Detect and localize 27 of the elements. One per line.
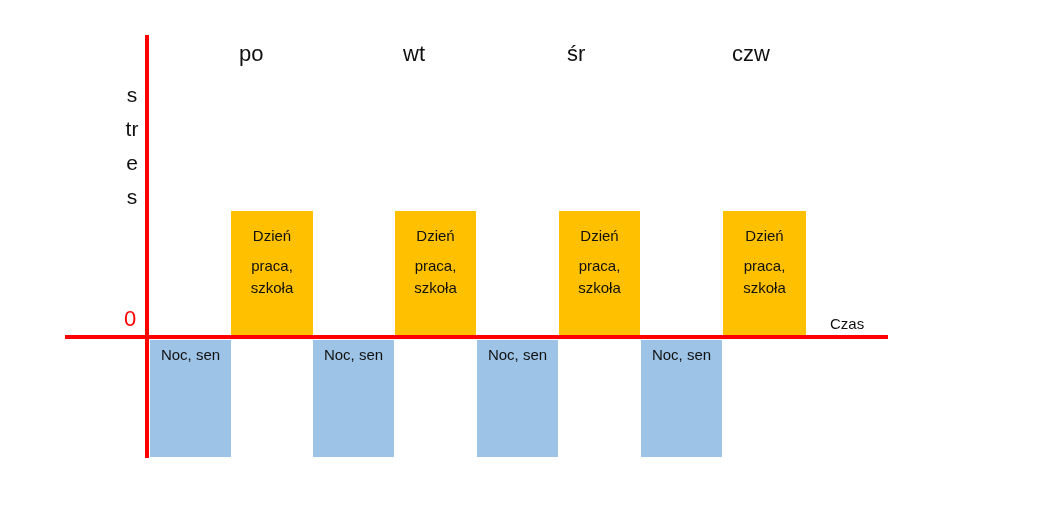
bar-text: Noc, sen <box>650 345 713 365</box>
bar-heading: Dzień <box>744 226 785 246</box>
bar-heading: Dzień <box>251 226 293 246</box>
axis-title: Czas <box>830 315 865 332</box>
night-bar <box>477 340 558 457</box>
axis-origin-label: 0 <box>124 306 137 332</box>
day-bar <box>395 211 476 335</box>
bar-text: Noc, sen <box>322 345 385 365</box>
bar-text: praca, szkoła <box>413 256 458 298</box>
night-bar <box>150 340 231 457</box>
day-bar <box>559 211 640 335</box>
bar-text: Noc, sen <box>159 345 222 365</box>
bar-text: praca, szkoła <box>249 256 295 298</box>
day-label: śr <box>567 41 586 67</box>
day-label: wt <box>403 41 425 67</box>
day-bar <box>723 211 806 335</box>
bar-text: Noc, sen <box>486 345 549 365</box>
bar-heading: Dzień <box>579 226 620 246</box>
axis-title: stres <box>124 82 140 210</box>
night-bar <box>313 340 394 457</box>
bar-text: praca, szkoła <box>742 256 787 298</box>
day-label: po <box>239 41 264 67</box>
day-bar <box>231 211 313 335</box>
night-bar <box>641 340 722 457</box>
bar-text: praca, szkoła <box>577 256 622 298</box>
bar-heading: Dzień <box>415 226 456 246</box>
day-label: czw <box>732 41 770 67</box>
